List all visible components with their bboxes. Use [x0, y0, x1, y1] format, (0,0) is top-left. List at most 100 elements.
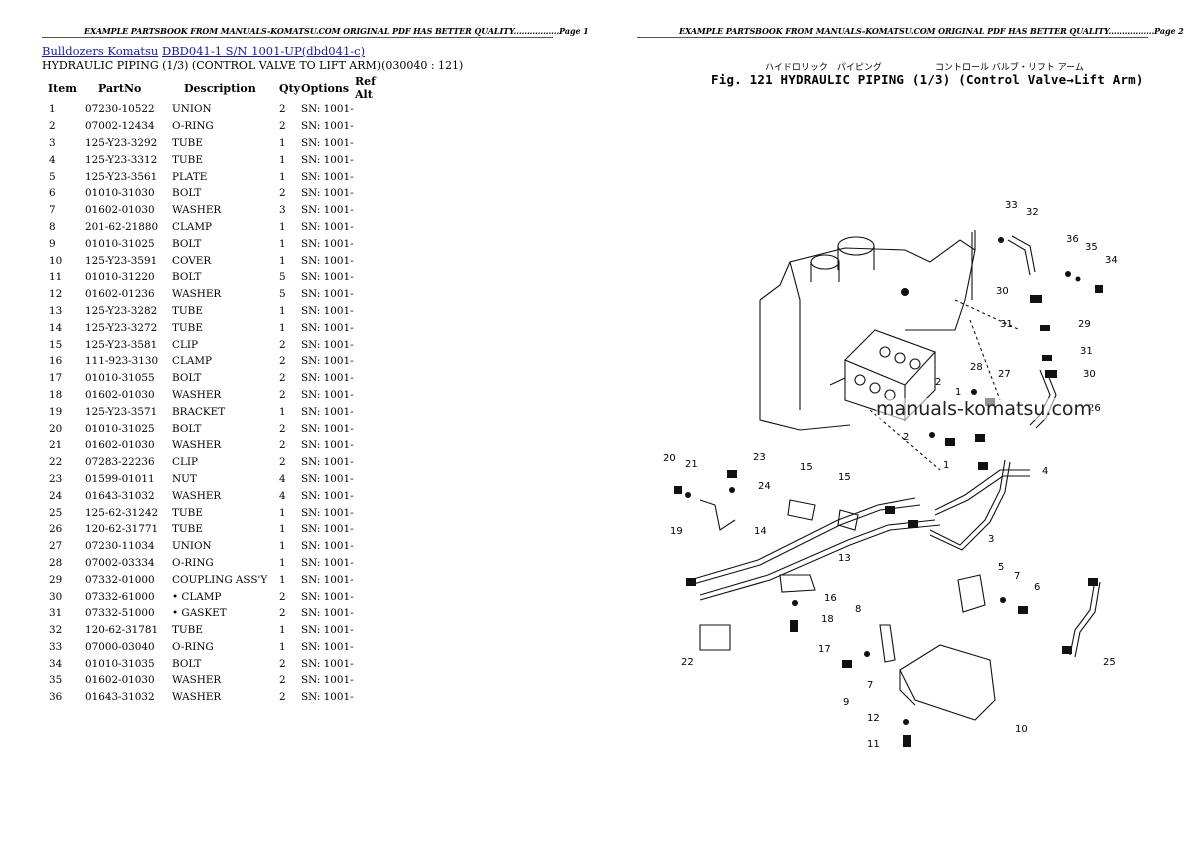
cell-ref-alt — [355, 487, 395, 504]
cell-description: CLIP — [172, 338, 198, 351]
cell-ref-alt — [355, 403, 395, 420]
cell-ref-alt — [355, 151, 395, 168]
cell-partno: 125-Y23-3312 — [85, 153, 158, 166]
cell-description: UNION — [172, 540, 212, 553]
svg-text:18: 18 — [821, 614, 834, 625]
breadcrumb-link-bulldozers[interactable]: Bulldozers Komatsu — [42, 44, 159, 58]
cell-item: 26 — [49, 523, 63, 536]
col-qty: Qty — [279, 81, 301, 95]
cell-options: SN: 1001- — [301, 304, 354, 317]
svg-text:33: 33 — [1005, 200, 1018, 211]
cell-options: SN: 1001- — [301, 422, 354, 435]
figure-title-japanese-1: ハイドロリック パイピング — [765, 63, 882, 73]
cell-ref-alt — [355, 286, 395, 303]
svg-text:2: 2 — [903, 432, 909, 443]
cell-description: WASHER — [172, 489, 222, 502]
cell-partno: 125-Y23-3561 — [85, 170, 158, 183]
cell-options: SN: 1001- — [301, 456, 354, 469]
cell-options: SN: 1001- — [301, 607, 354, 620]
cell-qty: 4 — [279, 472, 286, 485]
cell-ref-alt — [355, 303, 395, 320]
header-rule-left — [42, 37, 553, 38]
cell-description: BOLT — [172, 237, 202, 250]
cell-ref-alt — [355, 202, 395, 219]
cell-description: WASHER — [172, 288, 222, 301]
cell-qty: 1 — [279, 254, 286, 267]
cell-description: CLAMP — [172, 355, 212, 368]
cell-qty: 2 — [279, 372, 286, 385]
cell-ref-alt — [355, 655, 395, 672]
cell-partno: 125-Y23-3272 — [85, 321, 158, 334]
svg-text:32: 32 — [1026, 207, 1039, 218]
cell-ref-alt — [355, 252, 395, 269]
cell-item: 18 — [49, 388, 63, 401]
breadcrumb: Bulldozers Komatsu DBD041-1 S/N 1001-UP(… — [42, 44, 582, 58]
svg-text:28: 28 — [970, 362, 983, 373]
cell-qty: 2 — [279, 338, 286, 351]
cell-partno: 07332-61000 — [85, 590, 155, 603]
cell-ref-alt — [355, 605, 395, 622]
cell-partno: 01010-31055 — [85, 372, 155, 385]
svg-text:13: 13 — [838, 553, 851, 564]
cell-partno: 07002-03334 — [85, 556, 155, 569]
cell-partno: 01010-31035 — [85, 657, 155, 670]
cell-ref-alt — [355, 168, 395, 185]
cell-partno: 01010-31030 — [85, 187, 155, 200]
cell-qty: 2 — [279, 103, 286, 116]
svg-text:19: 19 — [670, 526, 683, 537]
svg-text:1: 1 — [943, 460, 949, 471]
cell-description: WASHER — [172, 439, 222, 452]
header-rule-right — [637, 37, 1148, 38]
svg-text:27: 27 — [998, 369, 1011, 380]
cell-qty: 1 — [279, 573, 286, 586]
cell-qty: 2 — [279, 456, 286, 469]
col-options: Options — [301, 81, 350, 95]
breadcrumb-link-model[interactable]: DBD041-1 S/N 1001-UP(dbd041-c) — [161, 44, 366, 58]
cell-description: BRACKET — [172, 405, 226, 418]
cell-qty: 1 — [279, 220, 286, 233]
cell-partno: 01602-01030 — [85, 439, 155, 452]
cell-item: 13 — [49, 304, 63, 317]
cell-description: CLAMP — [172, 220, 212, 233]
cell-partno: 125-62-31242 — [85, 506, 159, 519]
svg-text:12: 12 — [867, 713, 880, 724]
cell-partno: 07002-12434 — [85, 120, 155, 133]
cell-item: 6 — [49, 187, 56, 200]
cell-description: UNION — [172, 103, 212, 116]
cell-ref-alt — [355, 118, 395, 135]
cell-item: 5 — [49, 170, 56, 183]
cell-ref-alt — [355, 538, 395, 555]
cell-options: SN: 1001- — [301, 288, 354, 301]
cell-options: SN: 1001- — [301, 439, 354, 452]
cell-qty: 1 — [279, 170, 286, 183]
cell-partno: 01599-01011 — [85, 472, 155, 485]
svg-text:34: 34 — [1105, 255, 1118, 266]
cell-partno: 125-Y23-3591 — [85, 254, 158, 267]
cell-item: 27 — [49, 540, 63, 553]
cell-ref-alt — [355, 521, 395, 538]
svg-text:2: 2 — [935, 377, 941, 388]
cell-description: BOLT — [172, 422, 202, 435]
cell-item: 29 — [49, 573, 63, 586]
cell-qty: 1 — [279, 304, 286, 317]
svg-text:7: 7 — [1014, 571, 1020, 582]
svg-text:11: 11 — [867, 739, 880, 750]
cell-options: SN: 1001- — [301, 405, 354, 418]
cell-ref-alt — [355, 672, 395, 689]
cell-item: 17 — [49, 372, 63, 385]
cell-item: 10 — [49, 254, 63, 267]
watermark-text: manuals-komatsu.com — [876, 398, 1093, 420]
cell-options: SN: 1001- — [301, 573, 354, 586]
svg-text:30: 30 — [996, 286, 1009, 297]
cell-partno: 01602-01030 — [85, 388, 155, 401]
cell-partno: 01010-31025 — [85, 237, 155, 250]
cell-options: SN: 1001- — [301, 187, 354, 200]
cell-item: 32 — [49, 624, 63, 637]
